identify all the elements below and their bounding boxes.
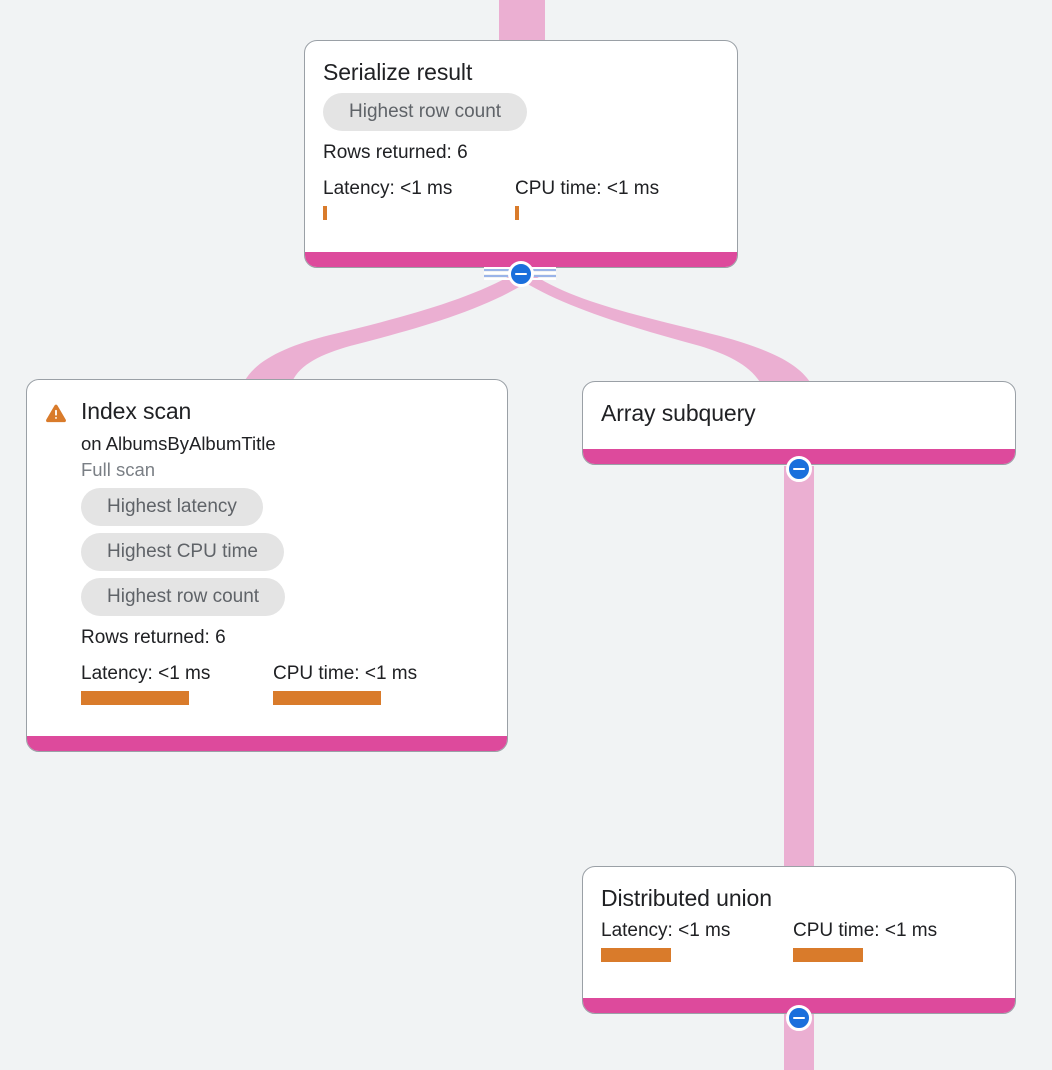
metric-latency-bar [323,206,327,220]
node-scan-type: Full scan [81,459,156,480]
node-title: Serialize result [323,59,473,85]
node-array-subquery-header: Array subquery [601,398,997,428]
node-array-subquery[interactable]: Array subquery [582,381,1016,465]
chip-highest-row-count: Highest row count [323,93,528,131]
node-index-scan-body: Index scan on AlbumsByAlbumTitle Full sc… [27,380,507,736]
node-index-scan-status-bar [27,736,507,751]
node-distributed-union-body: Distributed union Latency: <1 ms CPU tim… [583,867,1015,998]
node-title: Distributed union [601,885,772,911]
metric-cpu-time-bar [793,948,863,962]
metric-cpu-time: CPU time: <1 ms [793,919,937,962]
collapse-toggle-serialize-result[interactable] [508,261,534,287]
metric-latency-bar [601,948,671,962]
node-subtitle: on AlbumsByAlbumTitle [81,433,276,454]
chip-highest-latency: Highest latency [81,488,263,526]
node-title: Array subquery [601,400,756,426]
edge-array-subquery-to-distributed-union [784,466,814,870]
collapse-toggle-distributed-union[interactable] [786,1005,812,1031]
node-index-scan-details: on AlbumsByAlbumTitle Full scan Highest … [45,426,489,705]
metrics: Latency: <1 ms CPU time: <1 ms [601,919,997,962]
metric-cpu-time-label: CPU time: <1 ms [515,178,660,199]
metrics: Latency: <1 ms CPU time: <1 ms [81,662,489,705]
metric-latency-bar [81,691,189,705]
warning-triangle-icon [45,402,67,424]
chip-highest-row-count: Highest row count [81,578,286,616]
metric-cpu-time: CPU time: <1 ms [273,662,417,705]
metric-cpu-time-bar [273,691,381,705]
node-serialize-result-body: Serialize result Highest row count Rows … [305,41,737,252]
node-serialize-result[interactable]: Serialize result Highest row count Rows … [304,40,738,268]
rows-returned: Rows returned: 6 [323,142,468,163]
metric-latency: Latency: <1 ms [323,177,515,220]
node-index-scan[interactable]: Index scan on AlbumsByAlbumTitle Full sc… [26,379,508,752]
chip-list: Highest row count [323,93,719,131]
chip-highest-cpu-time: Highest CPU time [81,533,284,571]
metric-latency: Latency: <1 ms [601,919,793,962]
metric-latency-label: Latency: <1 ms [81,663,211,684]
metric-cpu-time-label: CPU time: <1 ms [793,920,938,941]
metrics: Latency: <1 ms CPU time: <1 ms [323,177,719,220]
edge-root-stub [499,0,545,42]
metric-latency: Latency: <1 ms [81,662,273,705]
metric-cpu-time-label: CPU time: <1 ms [273,663,418,684]
metric-cpu-time: CPU time: <1 ms [515,177,659,220]
rows-returned: Rows returned: 6 [81,627,226,648]
node-distributed-union[interactable]: Distributed union Latency: <1 ms CPU tim… [582,866,1016,1014]
node-serialize-result-header: Serialize result [323,57,719,87]
node-distributed-union-header: Distributed union [601,883,997,913]
metric-cpu-time-bar [515,206,519,220]
edge-serialize-to-index-scan [244,272,536,382]
metric-latency-label: Latency: <1 ms [323,178,453,199]
node-index-scan-header: Index scan [45,396,489,426]
node-array-subquery-body: Array subquery [583,382,1015,449]
edge-serialize-to-array-subquery [518,272,810,382]
node-serialize-result-status-bar [305,252,737,267]
chip-list: Highest latency Highest CPU time Highest… [81,488,489,616]
collapse-toggle-array-subquery[interactable] [786,456,812,482]
metric-latency-label: Latency: <1 ms [601,920,731,941]
node-title: Index scan [81,398,192,424]
